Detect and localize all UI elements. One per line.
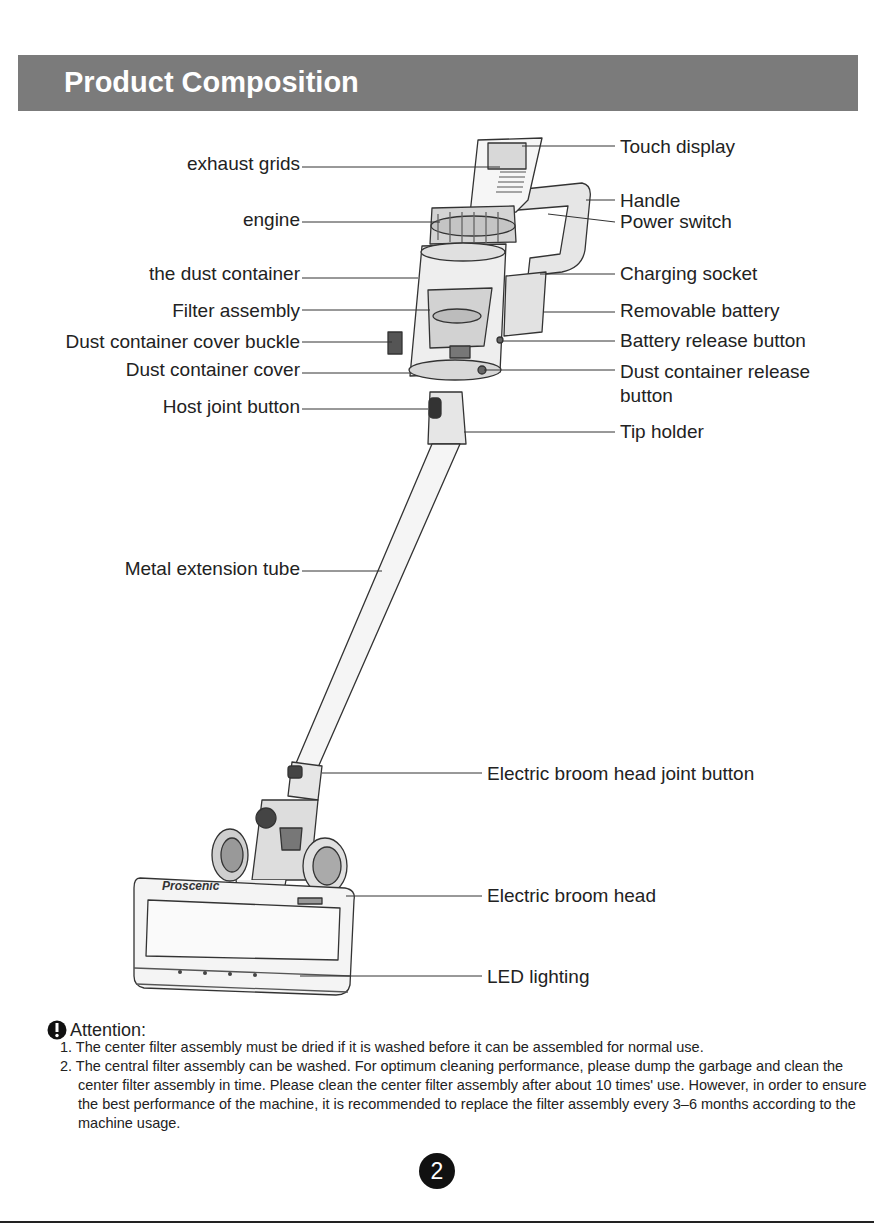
part-label: Dust container cover buckle: [0, 331, 300, 353]
page-number-circle: 2: [419, 1153, 455, 1189]
part-label: Tip holder: [620, 421, 860, 443]
part-label: Electric broom head joint button: [487, 763, 857, 785]
attention-heading: Attention:: [70, 1019, 270, 1041]
page-title: Product Composition: [64, 64, 359, 100]
part-label: Charging socket: [620, 263, 860, 285]
part-label: Dust container cover: [0, 359, 300, 381]
page-number: 2: [431, 1158, 444, 1185]
title-band: [18, 55, 858, 111]
brand-logo: Proscenic: [162, 879, 242, 893]
part-label: Metal extension tube: [0, 558, 300, 580]
part-label: Removable battery: [620, 300, 860, 322]
attention-icon: [48, 1021, 67, 1040]
part-label: Handle: [620, 190, 860, 212]
attention-note: 1. The center filter assembly must be dr…: [60, 1038, 868, 1057]
part-label: Electric broom head: [487, 885, 857, 907]
part-label: Host joint button: [0, 396, 300, 418]
part-label: exhaust grids: [0, 153, 300, 175]
part-label: the dust container: [0, 263, 300, 285]
bottom-rule: [0, 1221, 874, 1223]
part-label: Touch display: [620, 136, 860, 158]
attention-note: 2. The central filter assembly can be wa…: [60, 1057, 868, 1133]
part-label: LED lighting: [487, 966, 857, 988]
part-label: Battery release button: [620, 330, 860, 352]
part-label: Dust container release button: [620, 360, 845, 408]
part-label: engine: [0, 209, 300, 231]
part-label: Power switch: [620, 211, 860, 233]
part-label: Filter assembly: [0, 300, 300, 322]
